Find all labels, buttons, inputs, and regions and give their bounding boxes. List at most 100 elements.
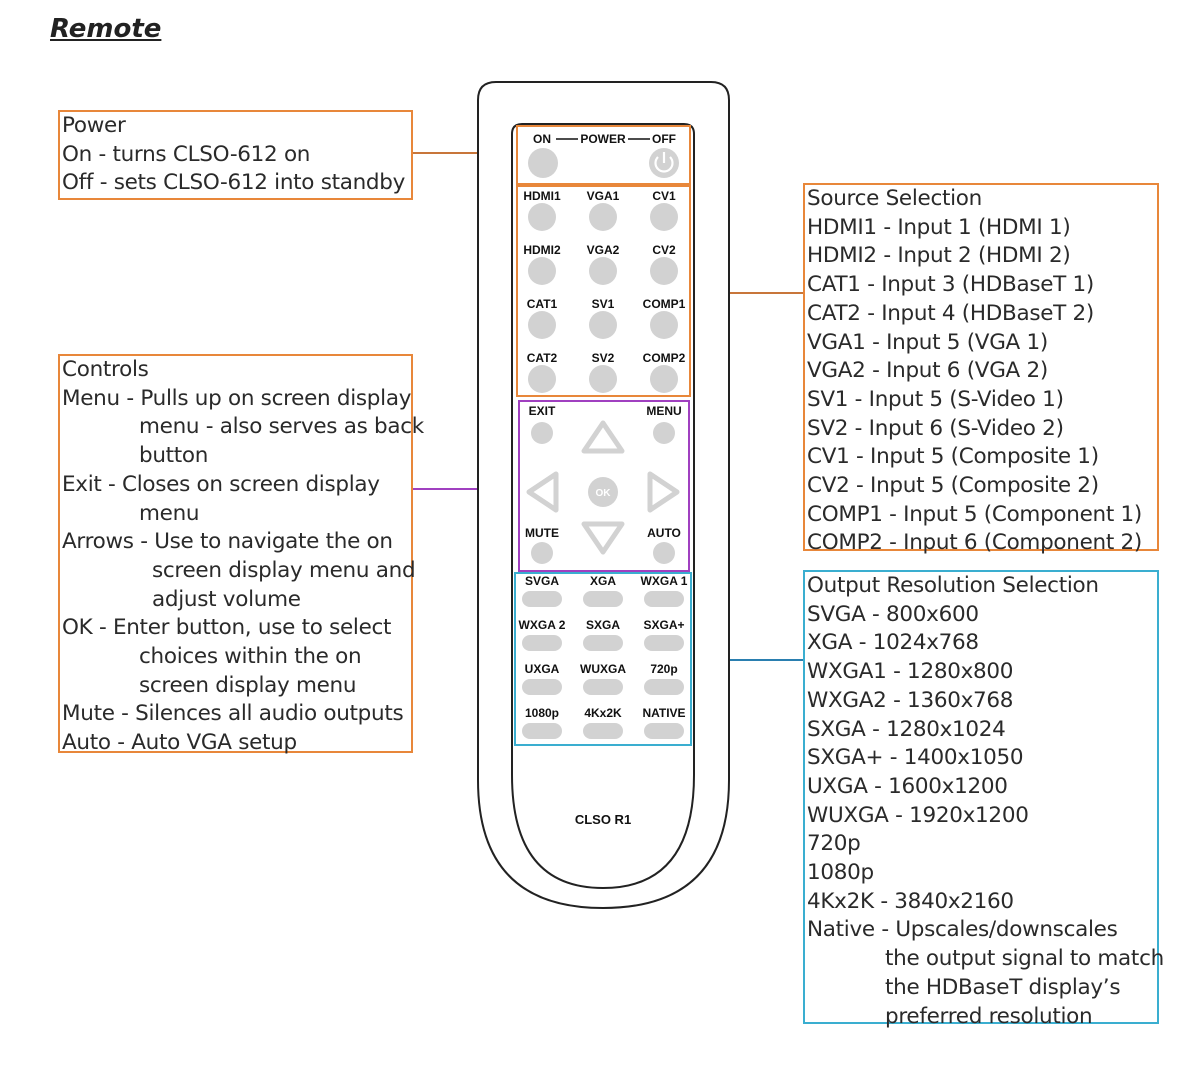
controls-arrows-line-1: Arrows - Use to navigate the on [62, 529, 393, 555]
resolution-button-720p[interactable] [644, 679, 684, 695]
output-item: SXGA - 1280x1024 [807, 716, 1006, 742]
source-button-label: CV2 [652, 243, 676, 257]
output-item: XGA - 1024x768 [807, 630, 979, 656]
source-button-cat2[interactable] [528, 365, 556, 393]
resolution-button-label: 1080p [525, 706, 559, 720]
resolution-button-1080p[interactable] [522, 723, 562, 739]
source-button-label: SV2 [592, 351, 615, 365]
output-native-line-2: the output signal to match [885, 946, 1164, 972]
output-item: SVGA - 800x600 [807, 601, 979, 627]
power-on-button[interactable] [528, 148, 558, 178]
output-native-line-1: Native - Upscales/downscales [807, 917, 1118, 943]
source-button-comp1[interactable] [650, 311, 678, 339]
output-item: 1080p [807, 860, 874, 886]
resolution-button-label: XGA [590, 574, 616, 588]
source-button-label: CAT2 [527, 351, 558, 365]
resolution-button-4kx2k[interactable] [583, 723, 623, 739]
source-callout: Source Selection HDMI1 - Input 1 (HDMI 1… [803, 183, 1159, 555]
power-on-label: ON [533, 132, 551, 146]
output-item: SXGA+ - 1400x1050 [807, 745, 1024, 771]
source-item: SV1 - Input 5 (S-Video 1) [807, 386, 1064, 412]
source-button-label: VGA2 [587, 243, 620, 257]
resolution-button-uxga[interactable] [522, 679, 562, 695]
source-heading: Source Selection [807, 186, 982, 211]
source-button-cv2[interactable] [650, 257, 678, 285]
source-button-hdmi1[interactable] [528, 203, 556, 231]
source-button-label: COMP1 [643, 297, 686, 311]
arrow-up-button[interactable] [581, 420, 625, 454]
auto-button[interactable] [653, 542, 675, 564]
resolution-button-label: WUXGA [580, 662, 626, 676]
arrow-down-button[interactable] [581, 521, 625, 555]
mute-button[interactable] [531, 542, 553, 564]
resolution-button-label: SXGA+ [643, 618, 684, 632]
source-item: CV2 - Input 5 (Composite 2) [807, 473, 1099, 499]
source-item: HDMI1 - Input 1 (HDMI 1) [807, 214, 1071, 240]
source-button-label: HDMI2 [523, 243, 561, 257]
resolution-button-label: SVGA [525, 574, 559, 588]
resolution-button-label: NATIVE [642, 706, 685, 720]
controls-arrows-line-2: screen display menu and [152, 557, 416, 583]
exit-label: EXIT [529, 404, 556, 418]
power-section-frame [516, 125, 691, 185]
source-button-label: CV1 [652, 189, 676, 203]
resolution-button-sxga-[interactable] [644, 635, 684, 651]
source-button-vga1[interactable] [589, 203, 617, 231]
resolution-button-label: WXGA 2 [519, 618, 566, 632]
resolution-button-wxga-2[interactable] [522, 635, 562, 651]
resolution-button-xga[interactable] [583, 591, 623, 607]
arrow-right-button[interactable] [647, 471, 680, 513]
controls-callout: Controls Menu - Pulls up on screen displ… [58, 354, 424, 755]
mute-label: MUTE [525, 526, 559, 540]
source-button-label: HDMI1 [523, 189, 561, 203]
resolution-button-wuxga[interactable] [583, 679, 623, 695]
source-item: HDMI2 - Input 2 (HDMI 2) [807, 243, 1071, 269]
output-item: WXGA1 - 1280x800 [807, 659, 1014, 685]
resolution-button-wxga-1[interactable] [644, 591, 684, 607]
source-button-label: VGA1 [587, 189, 620, 203]
source-item: COMP2 - Input 6 (Component 2) [807, 530, 1142, 556]
power-off-label: OFF [652, 132, 676, 146]
output-item: 720p [807, 831, 861, 857]
source-button-cat1[interactable] [528, 311, 556, 339]
controls-ok-line-2: choices within the on [139, 644, 362, 670]
resolution-button-label: WXGA 1 [641, 574, 688, 588]
menu-label: MENU [646, 404, 681, 418]
controls-mute-line: Mute - Silences all audio outputs [62, 701, 404, 727]
source-item: CAT1 - Input 3 (HDBaseT 1) [807, 272, 1095, 298]
controls-arrows-line-3: adjust volume [152, 586, 301, 612]
source-button-cv1[interactable] [650, 203, 678, 231]
power-heading: Power [62, 113, 126, 138]
source-button-hdmi2[interactable] [528, 257, 556, 285]
source-button-comp2[interactable] [650, 365, 678, 393]
power-off-button[interactable] [649, 148, 679, 178]
output-native-line-4: preferred resolution [885, 1003, 1093, 1029]
power-icon [654, 156, 674, 173]
resolution-button-label: 720p [650, 662, 677, 676]
resolution-button-label: UXGA [525, 662, 560, 676]
page-title: Remote [50, 14, 162, 44]
resolution-button-native[interactable] [644, 723, 684, 739]
source-item: COMP1 - Input 5 (Component 1) [807, 501, 1142, 527]
resolution-button-sxga[interactable] [583, 635, 623, 651]
power-on-desc: On - turns CLSO-612 on [62, 141, 311, 167]
arrow-left-button[interactable] [526, 471, 559, 513]
source-item: CV1 - Input 5 (Composite 1) [807, 444, 1099, 470]
resolution-button-svga[interactable] [522, 591, 562, 607]
menu-button[interactable] [653, 422, 675, 444]
source-button-label: COMP2 [643, 351, 686, 365]
source-button-sv1[interactable] [589, 311, 617, 339]
source-button-sv2[interactable] [589, 365, 617, 393]
ok-button[interactable] [588, 477, 618, 507]
output-native-line-3: the HDBaseT display’s [885, 974, 1121, 1000]
output-item: WXGA2 - 1360x768 [807, 687, 1014, 713]
controls-menu-line-1: Menu - Pulls up on screen display [62, 385, 412, 411]
exit-button[interactable] [531, 422, 553, 444]
resolution-button-label: 4Kx2K [584, 706, 622, 720]
remote-model-label: CLSO R1 [575, 812, 631, 827]
source-button-vga2[interactable] [589, 257, 617, 285]
output-callout: Output Resolution Selection SVGA - 800x6… [803, 570, 1164, 1029]
auto-label: AUTO [647, 526, 681, 540]
controls-menu-line-3: button [139, 443, 209, 469]
